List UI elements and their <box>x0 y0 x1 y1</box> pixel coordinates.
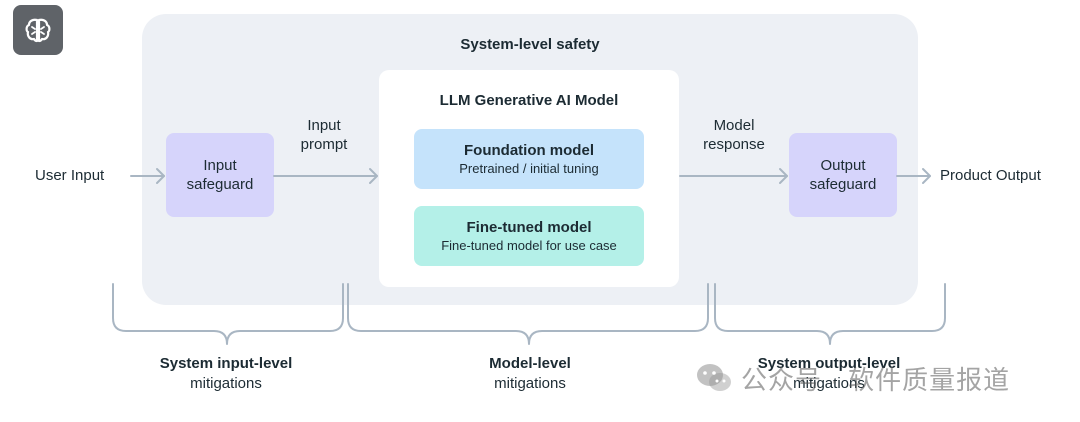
foundation-model-subtitle: Pretrained / initial tuning <box>459 160 599 176</box>
user-input-label: User Input <box>35 167 105 184</box>
mitigation-subtitle: mitigations <box>494 375 566 392</box>
model-response-line2: response <box>703 136 765 153</box>
input-prompt-label: Input prompt <box>290 116 358 154</box>
bracket-model-level <box>347 283 709 345</box>
input-safeguard-box: Input safeguard <box>166 133 274 217</box>
system-level-title: System-level safety <box>460 36 600 53</box>
watermark-text: 公众号 · 软件质量报道 <box>741 364 1011 395</box>
system-input-mitigations-label: System input-level mitigations <box>141 354 311 394</box>
input-prompt-line2: prompt <box>300 136 348 153</box>
output-safeguard-box: Output safeguard <box>789 133 897 217</box>
arrow-input-safeguard-to-model <box>273 168 378 184</box>
brain-icon <box>25 18 51 43</box>
input-prompt-line1: Input <box>307 117 341 134</box>
finetuned-model-box: Fine-tuned model Fine-tuned model for us… <box>414 206 644 266</box>
finetuned-model-subtitle: Fine-tuned model for use case <box>441 237 617 253</box>
model-response-line1: Model <box>713 117 755 134</box>
wechat-icon <box>697 364 731 391</box>
model-mitigations-label: Model-level mitigations <box>445 354 615 394</box>
system-output-mitigations-label: System output-level mitigations <box>744 354 914 394</box>
bracket-input-level <box>112 283 344 345</box>
mitigation-subtitle: mitigations <box>190 375 262 392</box>
mitigation-title: Model-level <box>489 355 571 372</box>
mitigation-title: System input-level <box>159 355 293 372</box>
arrow-model-to-output-safeguard <box>679 168 788 184</box>
finetuned-model-title: Fine-tuned model <box>466 218 592 236</box>
arrow-user-to-input-safeguard <box>130 168 165 184</box>
input-safeguard-label-line2: safeguard <box>186 176 254 193</box>
foundation-model-title: Foundation model <box>464 141 594 159</box>
output-safeguard-label-line1: Output <box>820 157 866 174</box>
product-output-label: Product Output <box>940 167 1041 184</box>
output-safeguard-label-line2: safeguard <box>809 176 877 193</box>
arrow-output-safeguard-to-product <box>896 168 931 184</box>
foundation-model-box: Foundation model Pretrained / initial tu… <box>414 129 644 189</box>
watermark: 公众号 · 软件质量报道 <box>695 360 1055 396</box>
mitigation-title: System output-level <box>757 355 901 372</box>
input-safeguard-label-line1: Input <box>203 157 237 174</box>
brain-badge <box>13 5 63 55</box>
model-title: LLM Generative AI Model <box>439 92 619 109</box>
model-response-label: Model response <box>694 116 774 154</box>
mitigation-subtitle: mitigations <box>793 375 865 392</box>
bracket-output-level <box>714 283 946 345</box>
